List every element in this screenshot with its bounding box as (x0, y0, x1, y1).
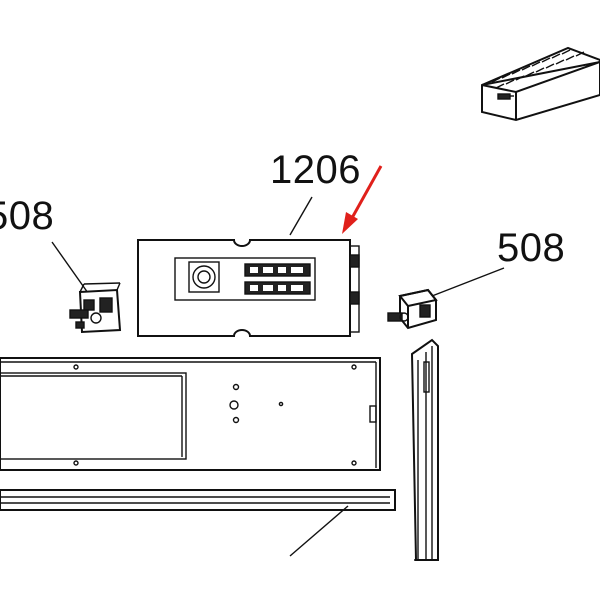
control-panel-frame (0, 357, 381, 471)
leader-508-left (51, 241, 89, 294)
callout-508-left: 508 (0, 194, 54, 238)
switch-part-508-left (69, 282, 122, 334)
leader-508-right (431, 267, 505, 297)
switch-part-508-right (387, 288, 438, 330)
side-profile (410, 338, 439, 561)
callout-1206: 1206 (270, 148, 361, 192)
callout-508-right: 508 (497, 226, 565, 270)
control-board-1206 (137, 239, 360, 337)
leader-1206 (289, 196, 313, 236)
bottom-rail (0, 489, 396, 557)
red-arrow-icon (342, 165, 383, 234)
top-right-component (481, 46, 600, 122)
